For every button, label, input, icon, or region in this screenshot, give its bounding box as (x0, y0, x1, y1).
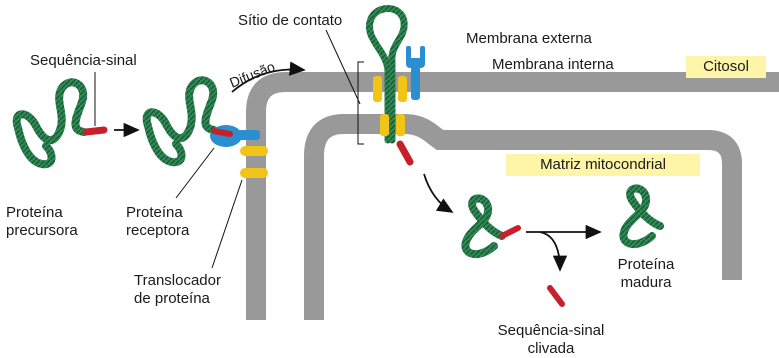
cleaved-signal-sequence (547, 285, 565, 307)
signal-sequence-free (82, 126, 108, 136)
outer-translocator-right (398, 76, 407, 102)
precursor-protein (12, 78, 88, 169)
inner-translocator-right (396, 114, 405, 136)
cleaved-signal-sequence-label: Sequência-sinal clivada (476, 322, 626, 358)
mature-protein-label-line2: madura (620, 274, 672, 291)
receptor-pointer-line (175, 147, 215, 199)
mitochondrial-matrix-label: Matriz mitocondrial (506, 154, 700, 176)
mature-protein-label-line1: Proteína (617, 256, 675, 273)
translocator-pointer-line (211, 179, 243, 269)
outer-membrane-label: Membrana externa (466, 30, 592, 47)
mature-protein-label: Proteína madura (606, 256, 686, 292)
contact-site-pointer (325, 29, 361, 105)
precursor-protein-label-line1: Proteína (6, 204, 63, 221)
precursor-protein-label-line2: precursora (6, 222, 78, 239)
inner-translocator-left (380, 114, 389, 136)
cleaved-signal-sequence-label-line2: clivada (527, 340, 575, 357)
inner-membrane (304, 114, 742, 320)
contact-site-bracket (357, 61, 364, 145)
receptor-stalk (238, 130, 260, 140)
outer-membrane (246, 72, 779, 320)
signal-sequence-matrix (396, 140, 414, 166)
protein-translocator-label-line1: Translocador (134, 272, 221, 289)
receptor-protein-label-line2: receptora (126, 222, 190, 239)
translocator-upper (240, 146, 268, 156)
mature-protein (619, 184, 664, 249)
precursor-protein-label: Proteína precursora (6, 204, 78, 240)
translocator-lower (240, 168, 268, 178)
receptor-protein-label-line1: Proteína (126, 204, 183, 221)
protein-translocator-label-line2: de proteína (134, 290, 210, 307)
cleaved-signal-sequence-label-line1: Sequência-sinal (497, 322, 605, 339)
signal-sequence-label: Sequência-sinal (30, 52, 137, 69)
translocating-protein (366, 5, 408, 144)
cleavage-arrow (539, 231, 568, 272)
receptor-protein-label: Proteína receptora (126, 204, 189, 240)
bound-protein (142, 76, 218, 167)
signal-in-receptor (211, 128, 233, 137)
receptor-at-membrane (406, 46, 425, 100)
diffusion-arrow (231, 61, 306, 93)
inner-membrane-label: Membrana interna (492, 56, 614, 73)
folded-protein-matrix (461, 194, 506, 259)
matrix-entry-arrow (423, 173, 454, 213)
cytosol-label: Citosol (686, 56, 766, 78)
signal-sequence-attached (499, 225, 521, 239)
outer-translocator-left (373, 76, 382, 102)
protein-translocator-label: Translocador de proteína (134, 272, 221, 308)
contact-site-label: Sítio de contato (238, 12, 343, 29)
